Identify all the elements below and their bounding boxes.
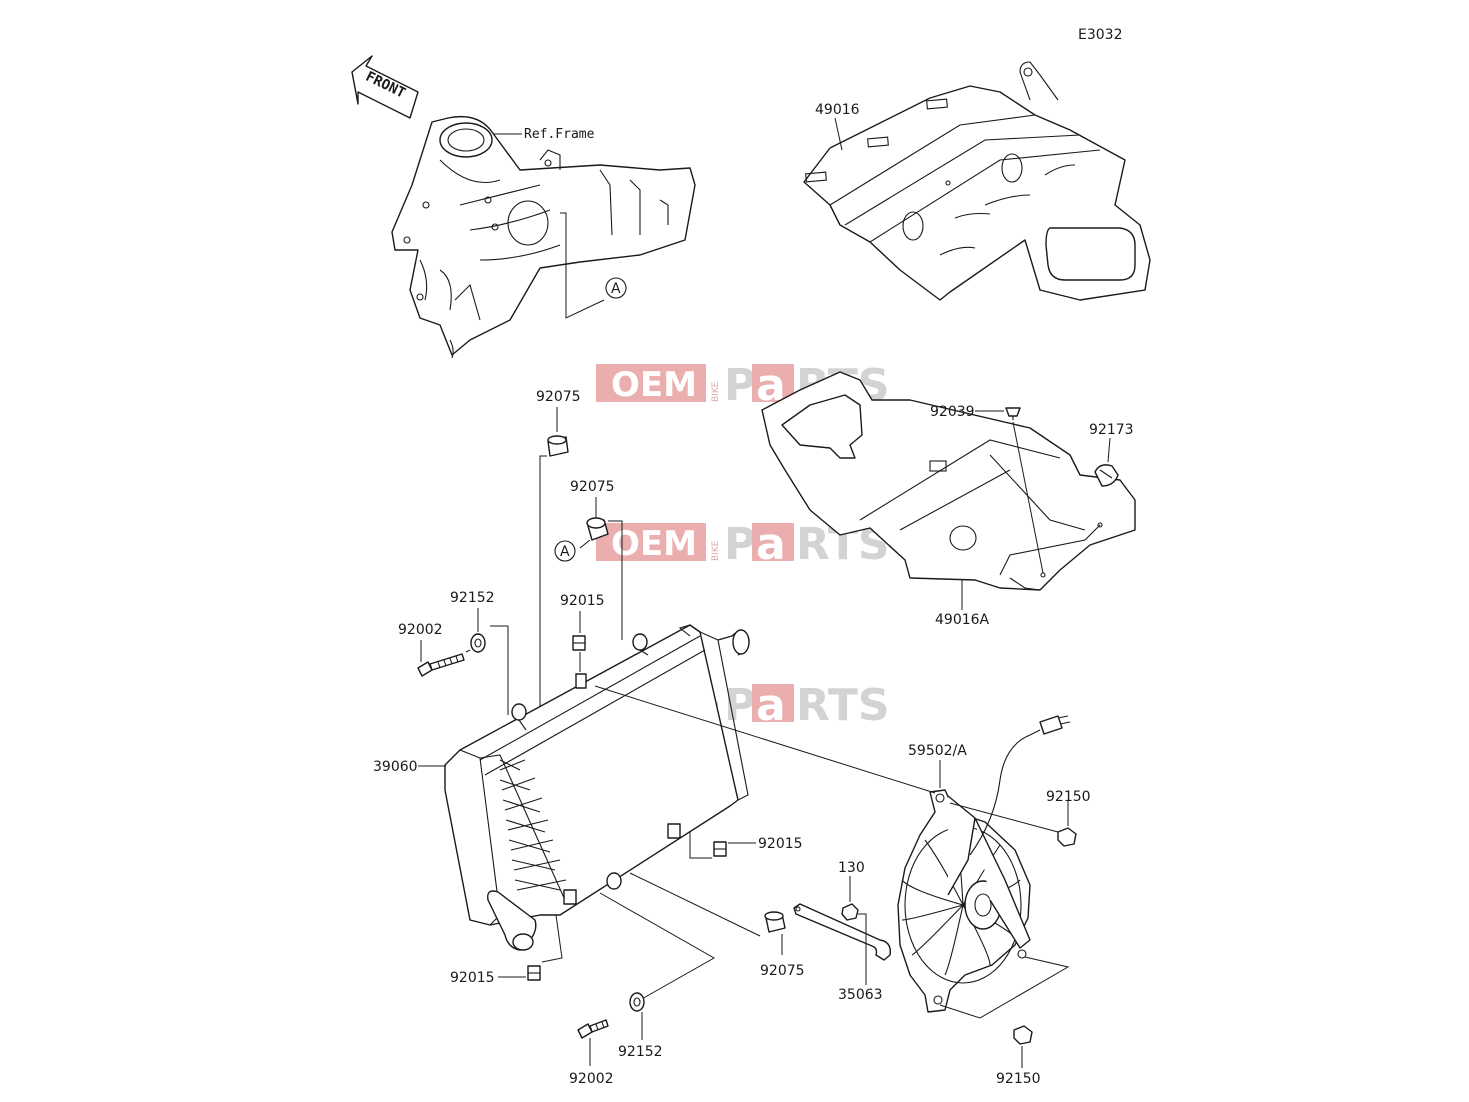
label-35063: 35063 [838,987,883,1003]
label-92015-right: 92015 [758,836,803,852]
clip-92015-top [572,635,586,651]
cover-49016A [761,371,1136,591]
bolt-92002-top [417,653,465,677]
label-92015-top: 92015 [560,593,605,609]
label-92015-bot: 92015 [450,970,495,986]
nut-92150-bot [1013,1025,1033,1045]
radiator-39060 [444,624,750,951]
ref-frame-label: Ref.Frame [524,127,595,142]
washer-92152-top [470,633,486,653]
svg-text:OEM: OEM [611,365,697,405]
label-49016: 49016 [815,102,860,118]
svg-text:P: P [724,360,756,411]
front-arrow-icon: FRONT [351,55,419,119]
label-92002-top: 92002 [398,622,443,638]
label-92075-bot: 92075 [760,963,805,979]
label-92152-bot: 92152 [618,1044,663,1060]
label-59502A: 59502/A [908,743,967,759]
bracket-35063 [793,903,891,961]
callout-a-top: A [611,281,621,297]
svg-text:P: P [724,519,756,570]
grommet-92075-bot [764,911,786,933]
svg-text:BIKE: BIKE [711,540,721,561]
diagram-code: E3032 [1078,27,1122,43]
clip-92015-right [713,841,727,857]
fan-59502A [897,715,1071,1013]
nut-92150-top [1057,827,1077,847]
label-39060: 39060 [373,759,418,775]
nut-130 [841,903,859,921]
label-92150-bot: 92150 [996,1071,1041,1087]
cover-49016 [803,61,1151,301]
washer-92152-bot [629,992,645,1012]
bolt-92002-bot [577,1019,609,1039]
svg-text:a: a [756,519,786,570]
svg-text:P: P [724,680,756,731]
grommet-92075-top [547,435,569,457]
frame-ref-drawing [391,115,696,359]
label-92039: 92039 [930,404,975,420]
label-130: 130 [838,860,865,876]
label-92075-mid: 92075 [570,479,615,495]
label-92152-top: 92152 [450,590,495,606]
label-92150-top: 92150 [1046,789,1091,805]
label-92075-top: 92075 [536,389,581,405]
label-92002-bot: 92002 [569,1071,614,1087]
svg-text:RTS: RTS [796,680,890,731]
clip-92039 [1005,407,1021,420]
svg-text:BIKE: BIKE [711,381,721,402]
svg-text:OEM: OEM [611,524,697,564]
svg-text:a: a [756,680,786,731]
label-49016A: 49016A [935,612,990,628]
label-92173: 92173 [1089,422,1134,438]
clamp-92173 [1094,464,1119,487]
clip-92015-bot [527,965,541,981]
callout-a-bottom: A [560,544,570,560]
